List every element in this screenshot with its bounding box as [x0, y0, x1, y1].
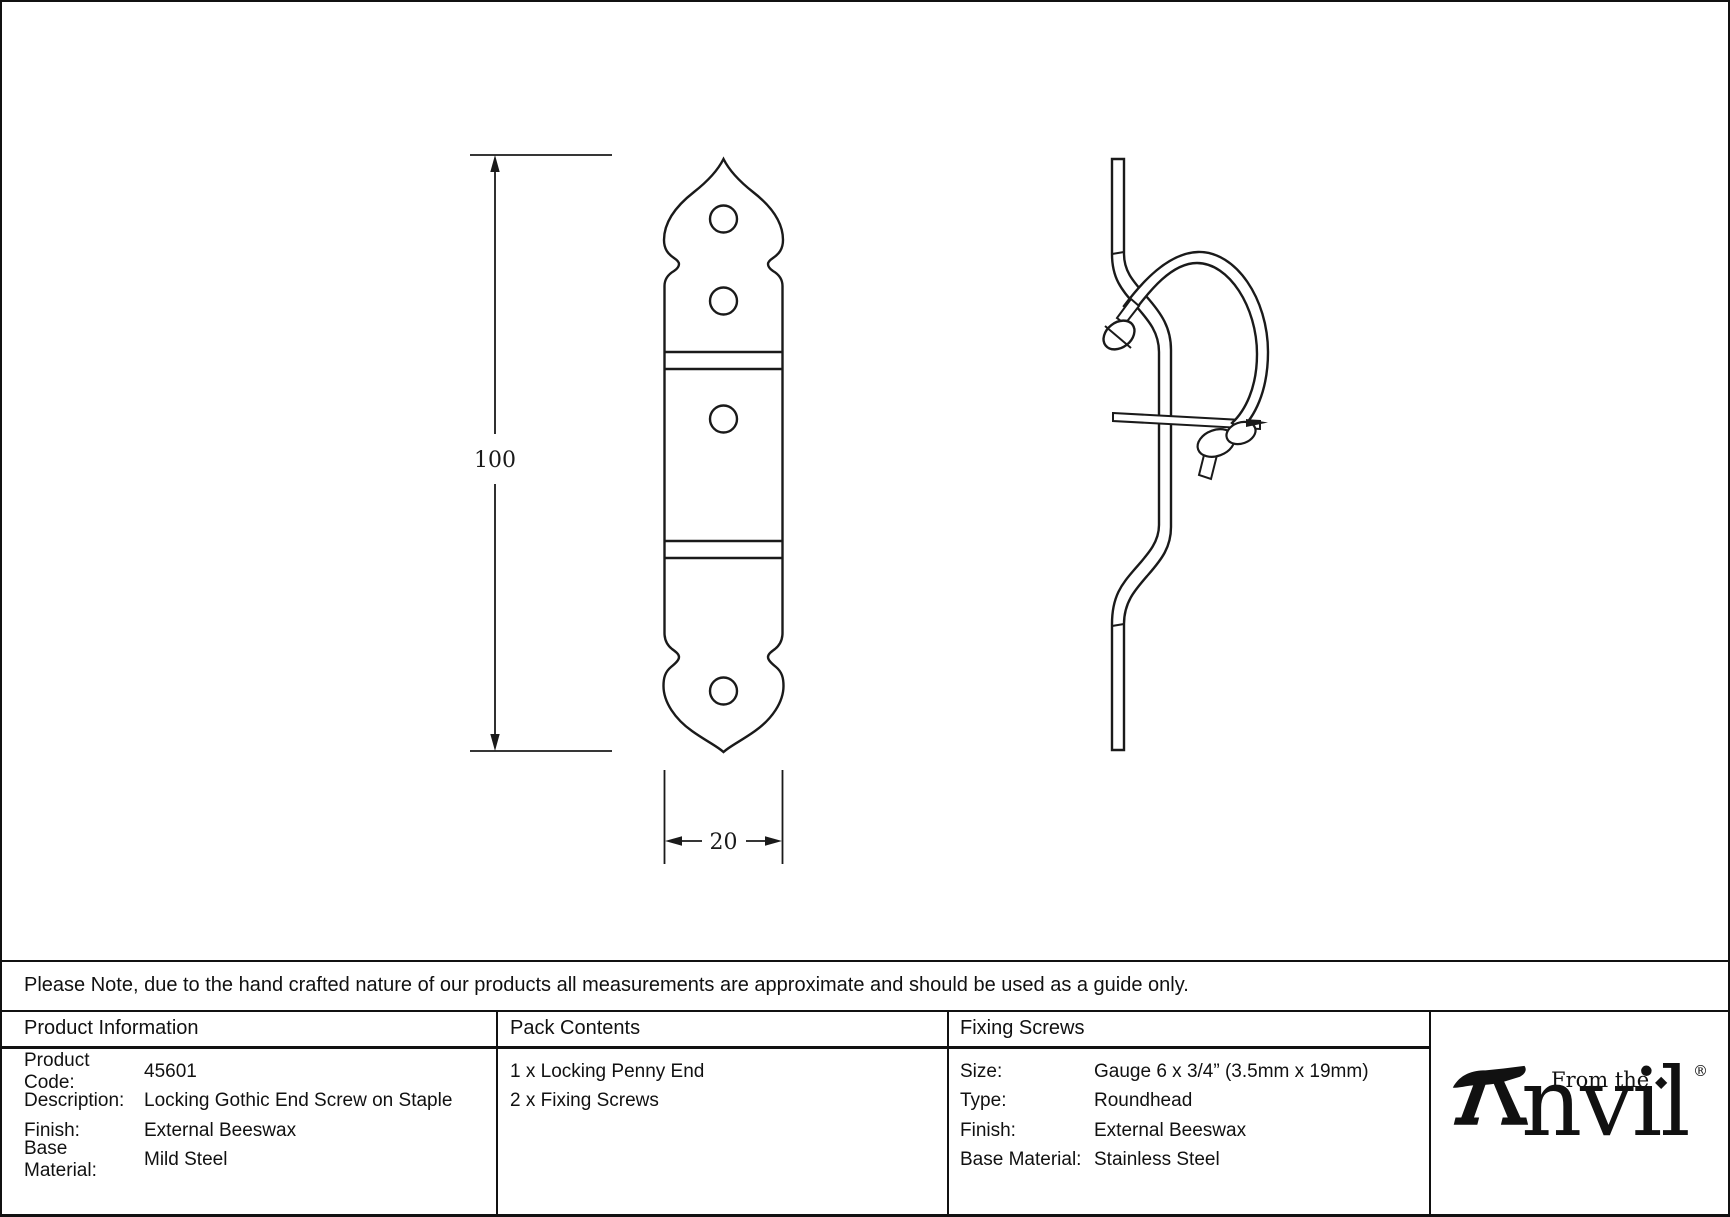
logo-brand-text: nvil — [1521, 1048, 1691, 1158]
table-row: Type: Roundhead — [960, 1087, 1369, 1117]
anvil-icon — [1452, 1065, 1529, 1125]
row-value: Stainless Steel — [1094, 1149, 1220, 1171]
row-label: Base Material: — [960, 1149, 1082, 1171]
row-value: 45601 — [144, 1060, 197, 1082]
pack-item: 2 x Fixing Screws — [510, 1090, 659, 1112]
screw-hole — [708, 676, 739, 706]
plate-band-bottom — [664, 539, 783, 560]
pin-tip — [1246, 419, 1268, 427]
row-value: Mild Steel — [144, 1149, 228, 1171]
from-the-anvil-logo: From the ◆ nvil ® — [1429, 1010, 1728, 1214]
row-value: External Beeswax — [1094, 1119, 1247, 1141]
pack-contents-cell: 1 x Locking Penny End 2 x Fixing Screws — [510, 1046, 704, 1116]
height-dimension: 100 — [470, 154, 612, 752]
row-label: Description: — [24, 1090, 125, 1112]
row-label: Size: — [960, 1060, 1003, 1082]
screw-head-rim — [1104, 325, 1132, 349]
row-value: Roundhead — [1094, 1090, 1193, 1112]
staple-wire-loop — [1122, 250, 1270, 432]
table-row: Size: Gauge 6 x 3/4” (3.5mm x 19mm) — [960, 1057, 1369, 1087]
product-information-cell: Product Code: 45601 Description: Locking… — [24, 1046, 452, 1182]
divider-product-pack — [496, 1010, 498, 1214]
table-row: Finish: External Beeswax — [960, 1116, 1369, 1146]
screw-hole — [708, 404, 739, 434]
row-value: Locking Gothic End Screw on Staple — [144, 1090, 453, 1112]
header-row-top-border — [2, 1010, 1728, 1012]
height-dim-label: 100 — [474, 448, 516, 473]
row-label: Type: — [960, 1090, 1007, 1112]
table-row: Product Code: 45601 — [24, 1050, 452, 1093]
strip-segment-ticks — [1111, 251, 1125, 627]
row-value: Gauge 6 x 3/4” (3.5mm x 19mm) — [1094, 1060, 1369, 1082]
fixing-screws-header: Fixing Screws — [960, 1016, 1085, 1039]
locking-pin — [1112, 411, 1261, 431]
width-dimension: 20 — [663, 770, 784, 864]
table-row: Finish: External Beeswax — [24, 1116, 452, 1146]
plate-band-top — [664, 350, 783, 371]
header-row-bottom-border — [2, 1046, 1429, 1049]
row-label: Finish: — [24, 1119, 80, 1141]
row-value: External Beeswax — [144, 1119, 297, 1141]
pack-contents-header: Pack Contents — [510, 1016, 641, 1039]
table-row: Base Material: Mild Steel — [24, 1138, 452, 1181]
roundhead-screw-head — [1102, 319, 1136, 351]
registered-trademark-icon: ® — [1693, 1062, 1708, 1080]
table-row: Description: Locking Gothic End Screw on… — [24, 1087, 452, 1117]
screw-hole — [708, 204, 739, 234]
row-label: Finish: — [960, 1119, 1016, 1141]
logo-prefix-text: From the — [1551, 1068, 1650, 1092]
divider-pack-fixing — [947, 1010, 949, 1214]
diamond-icon: ◆ — [1655, 1074, 1668, 1091]
front-view-gothic-plate — [662, 156, 785, 754]
row-label: Product Code: — [24, 1049, 90, 1093]
width-dim-label: 20 — [710, 830, 738, 855]
knot-loop-right — [1225, 420, 1257, 446]
note-row-top-border — [2, 960, 1728, 962]
fixing-screws-cell: Size: Gauge 6 x 3/4” (3.5mm x 19mm) Type… — [960, 1046, 1369, 1175]
table-row: Base Material: Stainless Steel — [960, 1146, 1369, 1176]
pack-item: 1 x Locking Penny End — [510, 1060, 705, 1082]
side-view-staple — [1102, 157, 1270, 752]
measurement-note: Please Note, due to the hand crafted nat… — [24, 973, 1189, 996]
product-information-header: Product Information — [24, 1016, 199, 1039]
screw-hole — [708, 286, 739, 316]
divider-fixing-logo — [1429, 1010, 1431, 1214]
strip-profile — [1110, 157, 1173, 752]
row-label: Base Material: — [24, 1138, 97, 1182]
